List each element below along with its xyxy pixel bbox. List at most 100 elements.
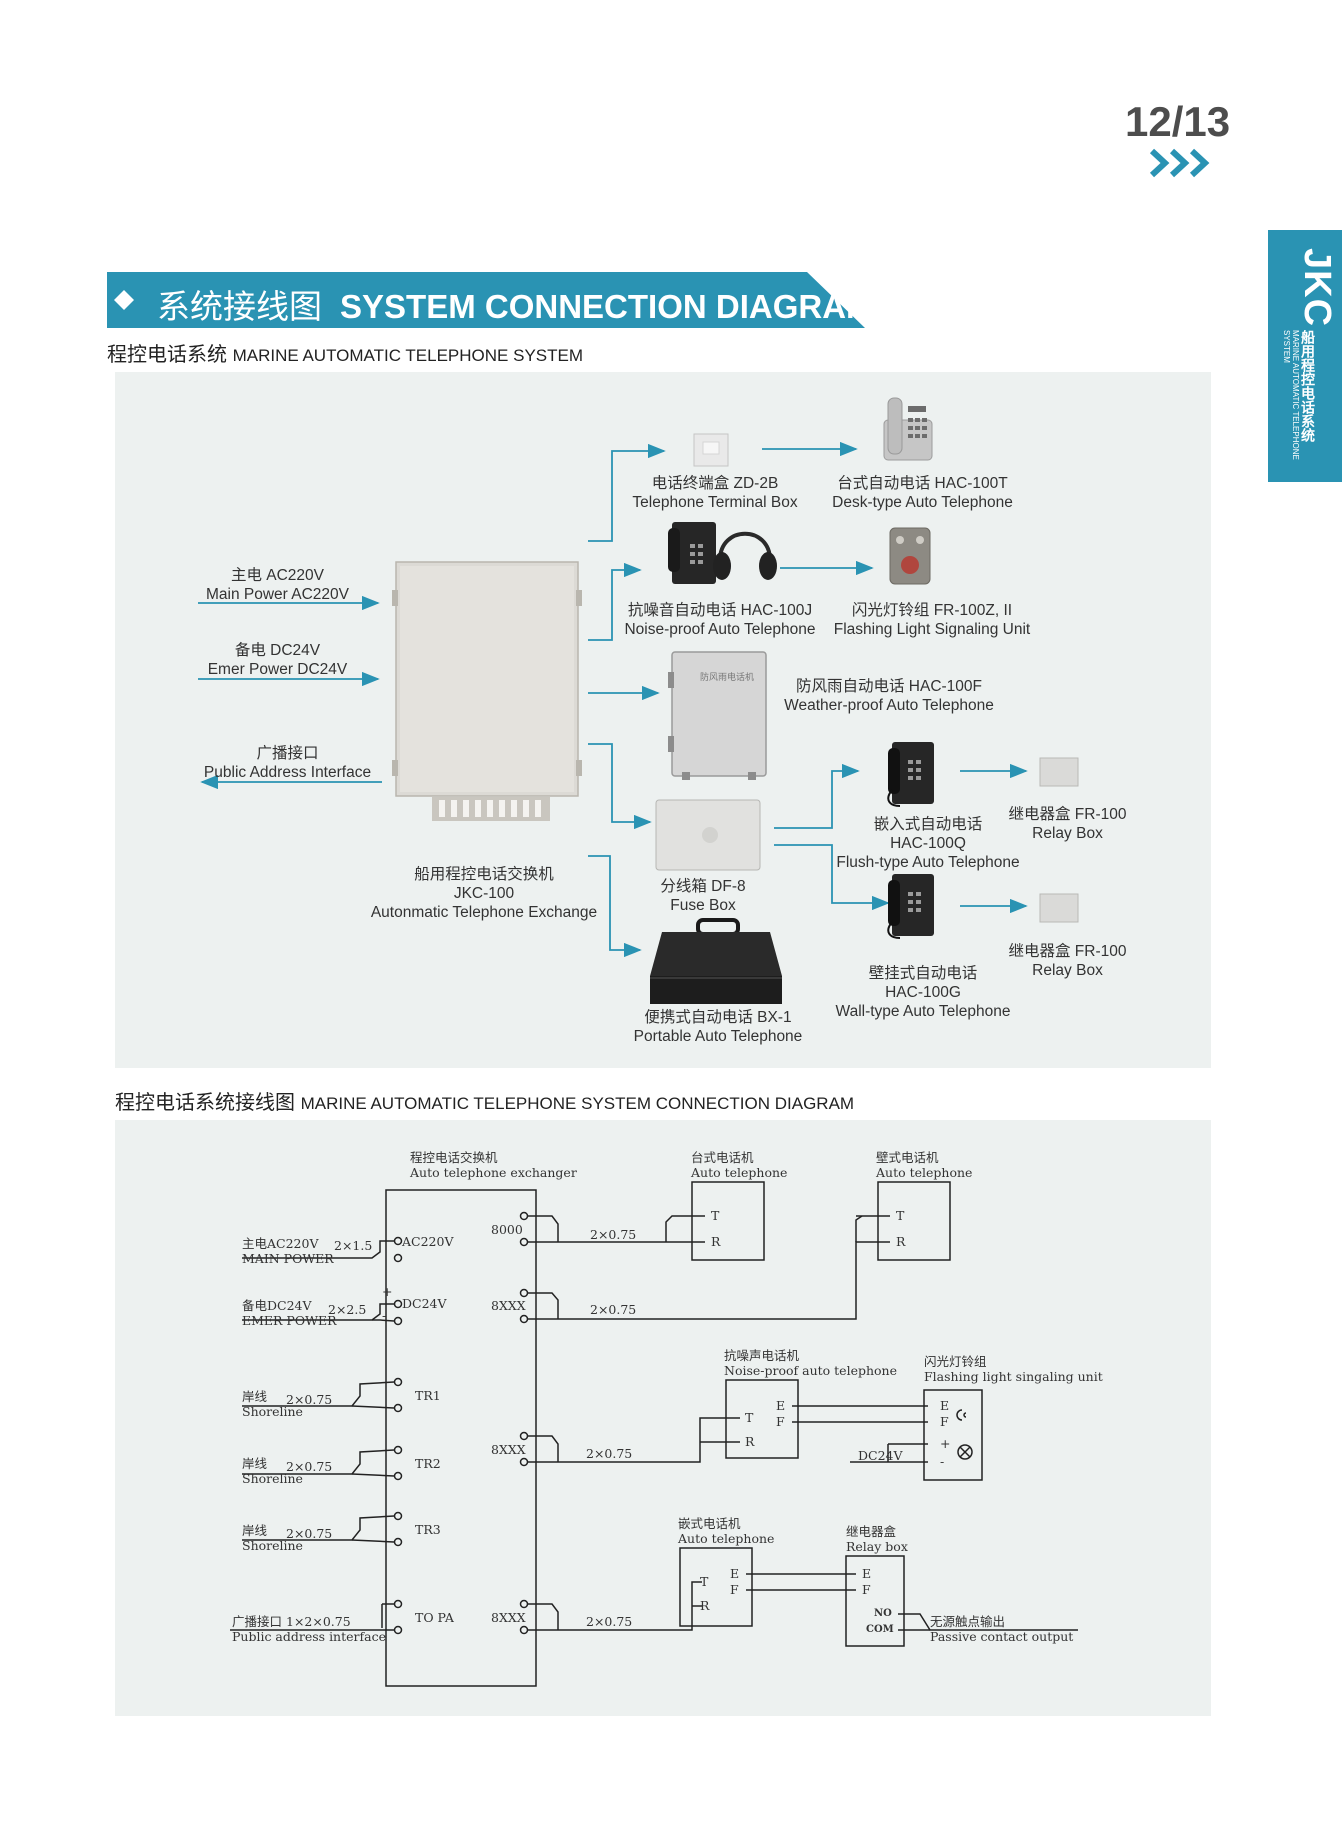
exchange-en: Autonmatic Telephone Exchange <box>370 904 598 921</box>
flush-phone-en: Flush-type Auto Telephone <box>836 854 1020 871</box>
fuse-box-label: 分线箱 DF-8 Fuse Box <box>650 877 756 915</box>
shoreline-2: 岸线 Shoreline <box>242 1456 303 1486</box>
relay-en: Relay box <box>846 1539 908 1554</box>
cable-tr3: 2×0.75 <box>286 1526 333 1541</box>
relay-box-2-en: Relay Box <box>1032 962 1103 979</box>
flash-unit-en: Flashing Light Signaling Unit <box>833 621 1031 638</box>
relay-box-2-label: 继电器盒 FR-100 Relay Box <box>1005 942 1130 980</box>
emer-power-input-en: EMER POWER <box>242 1313 337 1328</box>
relay-box-2-image <box>1039 893 1079 923</box>
wall-phone-model: HAC-100G <box>885 984 961 1001</box>
section1-title-en: MARINE AUTOMATIC TELEPHONE SYSTEM <box>232 346 584 365</box>
pin-noise-r: R <box>745 1434 755 1449</box>
pa-interface-cn: 广播接口 <box>256 745 319 762</box>
wall-phone-cn: 壁挂式自动电话 <box>868 965 978 982</box>
noise-phone-image <box>668 522 777 584</box>
exchanger-box <box>385 1189 537 1687</box>
cable-wall: 2×0.75 <box>590 1302 637 1317</box>
portable-phone-image <box>650 918 782 1004</box>
wall-phone-en: Wall-type Auto Telephone <box>835 1003 1011 1020</box>
shoreline-2-en: Shoreline <box>242 1471 303 1486</box>
emer-power-input: 备电DC24V EMER POWER <box>242 1298 336 1328</box>
port-8xxx-3: 8XXX <box>491 1610 526 1625</box>
port-tr1: TR1 <box>415 1388 441 1403</box>
pin-flush-r: R <box>700 1598 710 1613</box>
flash-en: Flashing light singaling unit <box>924 1369 1103 1384</box>
pin-flash-f: F <box>940 1414 949 1429</box>
pin-noise-f: F <box>776 1414 785 1429</box>
relay-wiring-label: 继电器盒 Relay box <box>846 1524 908 1554</box>
pin-noise-e: E <box>776 1398 786 1413</box>
pin-flush-t: T <box>700 1574 709 1589</box>
cable-tr2: 2×0.75 <box>286 1459 333 1474</box>
emer-power-cn: 备电 DC24V <box>234 642 321 659</box>
emer-power-en: Emer Power DC24V <box>207 661 348 678</box>
wall-cn: 壁式电话机 <box>876 1150 939 1165</box>
noise-phone-label: 抗噪音自动电话 HAC-100J Noise-proof Auto Teleph… <box>614 601 826 639</box>
relay-box-1-cn: 继电器盒 FR-100 <box>1008 806 1127 823</box>
page-number: 12/13 <box>1125 98 1231 145</box>
exchange-cabinet-image <box>392 561 582 821</box>
port-tr3: TR3 <box>415 1522 441 1537</box>
shoreline-2-cn: 岸线 <box>242 1456 268 1471</box>
emer-power-label: 备电 DC24V Emer Power DC24V <box>195 641 360 679</box>
shoreline-1-en: Shoreline <box>242 1404 303 1419</box>
relay-box-2-cn: 继电器盒 FR-100 <box>1008 943 1127 960</box>
flash-wiring-label: 闪光灯铃组 Flashing light singaling unit <box>924 1354 1103 1384</box>
flush-phone-wiring-label: 嵌式电话机 Auto telephone <box>678 1516 774 1546</box>
pa-interface-en: Public Address Interface <box>203 764 372 781</box>
wall-phone-image <box>887 874 934 939</box>
cable-noise: 2×0.75 <box>586 1446 633 1461</box>
terminal-box-label: 电话终端盒 ZD-2B Telephone Terminal Box <box>620 474 810 512</box>
dc-minus: - <box>382 1308 387 1323</box>
section2-title-cn: 程控电话系统接线图 <box>115 1092 295 1114</box>
side-title-cn: 船用程控电话系统 <box>1300 330 1316 442</box>
passive-output-label: 无源触点输出 Passive contact output <box>930 1614 1073 1644</box>
flush-phone-model: HAC-100Q <box>890 835 966 852</box>
desk-phone-wiring-label: 台式电话机 Auto telephone <box>691 1150 787 1180</box>
pa-input-cn: 广播接口 <box>232 1614 283 1629</box>
banner-title-cn: 系统接线图 <box>157 288 322 325</box>
port-8xxx-2: 8XXX <box>491 1442 526 1457</box>
terminal-box-cn: 电话终端盒 ZD-2B <box>651 475 779 492</box>
main-power-label: 主电 AC220V Main Power AC220V <box>195 566 360 604</box>
fuse-box-image <box>655 799 761 871</box>
noise-phone-wiring-label: 抗噪声电话机 Noise-proof auto telephone <box>724 1348 897 1378</box>
wall-en: Auto telephone <box>876 1165 973 1180</box>
wall-phone-label: 壁挂式自动电话 HAC-100G Wall-type Auto Telephon… <box>820 964 1026 1021</box>
pin-wall-r: R <box>896 1234 906 1249</box>
weather-phone-cn: 防风雨自动电话 HAC-100F <box>795 678 983 695</box>
noise-en: Noise-proof auto telephone <box>724 1363 897 1378</box>
section1-title: 程控电话系统 MARINE AUTOMATIC TELEPHONE SYSTEM <box>107 338 583 367</box>
passive-cn: 无源触点输出 <box>930 1614 1006 1629</box>
passive-en: Passive contact output <box>930 1629 1074 1644</box>
exchange-label: 船用程控电话交换机 JKC-100 Autonmatic Telephone E… <box>366 865 602 922</box>
exchange-model: JKC-100 <box>453 885 515 902</box>
noise-phone-cn: 抗噪音自动电话 HAC-100J <box>627 602 813 619</box>
banner-title: 系统接线图 SYSTEM CONNECTION DIAGRAM <box>125 280 874 328</box>
emer-power-input-cn: 备电DC24V <box>242 1298 312 1313</box>
banner-title-en: SYSTEM CONNECTION DIAGRAM <box>340 288 874 325</box>
port-ac220v: AC220V <box>402 1234 454 1249</box>
pin-desk-t: T <box>711 1208 720 1223</box>
pin-wall-t: T <box>896 1208 905 1223</box>
terminal-box-image <box>693 433 729 467</box>
pa-input: 广播接口 1×2×0.75 Public address interface <box>232 1614 386 1644</box>
exchanger-en: Auto telephone exchanger <box>410 1165 577 1180</box>
pa-interface-label: 广播接口 Public Address Interface <box>195 744 380 782</box>
port-to-pa: TO PA <box>415 1610 454 1625</box>
portable-phone-en: Portable Auto Telephone <box>633 1028 803 1045</box>
relay-cn: 继电器盒 <box>846 1524 897 1539</box>
pin-noise-t: T <box>745 1410 754 1425</box>
wiring-panel <box>115 1120 1211 1716</box>
fuse-box-cn: 分线箱 DF-8 <box>660 878 746 895</box>
desk-en: Auto telephone <box>691 1165 788 1180</box>
shoreline-3-cn: 岸线 <box>242 1523 268 1538</box>
desk-phone-label: 台式自动电话 HAC-100T Desk-type Auto Telephone <box>820 474 1025 512</box>
port-dc24v: DC24V <box>402 1296 447 1311</box>
exchanger-cn: 程控电话交换机 <box>410 1150 498 1165</box>
desk-phone-image <box>883 397 933 461</box>
cable-emer: 2×2.5 <box>328 1302 367 1317</box>
main-power-en: Main Power AC220V <box>205 586 350 603</box>
